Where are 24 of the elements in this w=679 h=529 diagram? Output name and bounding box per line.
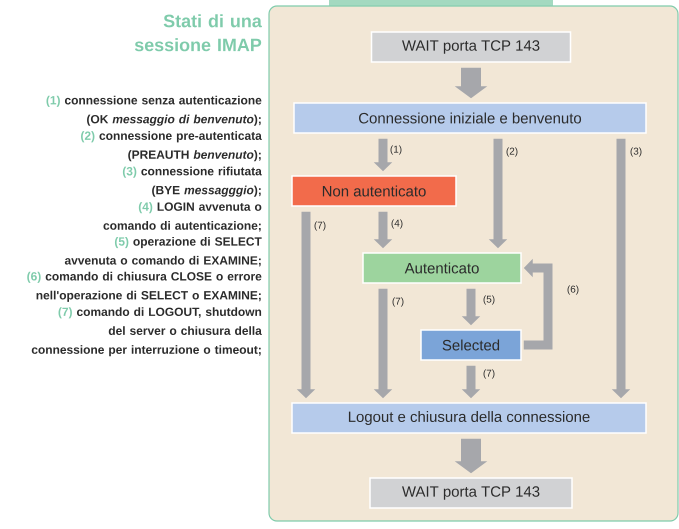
edge-label: (5) — [484, 295, 494, 305]
state-box: Connessione iniziale e benvenuto — [293, 102, 647, 134]
edge-label: (7) — [484, 369, 494, 379]
edge-label: (1) — [390, 145, 402, 155]
edge-label: (7) — [314, 221, 326, 231]
edge-label: (7) — [392, 297, 404, 307]
note-text: (2) connessione pre-autenticata (PREAUTH benvenuto); — [81, 131, 262, 162]
edge-label: (3) — [630, 147, 642, 157]
state-box: WAIT porta TCP 143 — [370, 31, 572, 63]
state-box: Autenticato — [362, 252, 522, 284]
note-text: (3) connessione rifiutata (BYE messagggio); — [122, 166, 262, 197]
note-text: (4) LOGIN avvenuta o comando di autenticazione; — [104, 202, 262, 232]
state-box: Non autenticato — [291, 175, 457, 207]
note-text: (7) comando di LOGOUT, shutdown del server o chiusura della connessione per interruzione o timeout; — [32, 307, 262, 356]
edge-label: (4) — [392, 219, 402, 229]
edge-label: (6) — [568, 285, 578, 295]
edge-label: (2) — [506, 147, 518, 157]
state-box: Logout e chiusura della connessione — [291, 402, 647, 434]
note-text: (6) comando di chiusura CLOSE o errore nell'operazione di SELECT o EXAMINE; — [27, 272, 262, 302]
title: Stati di una sessione IMAP — [134, 14, 262, 52]
note-text: (5) operazione di SELECT avvenuta o comando di EXAMINE; — [64, 236, 262, 266]
note-text: (1) connessione senza autenticazione (OK messaggio di benvenuto); — [46, 96, 262, 126]
state-box: WAIT porta TCP 143 — [369, 477, 573, 509]
state-box: Selected — [420, 329, 522, 361]
